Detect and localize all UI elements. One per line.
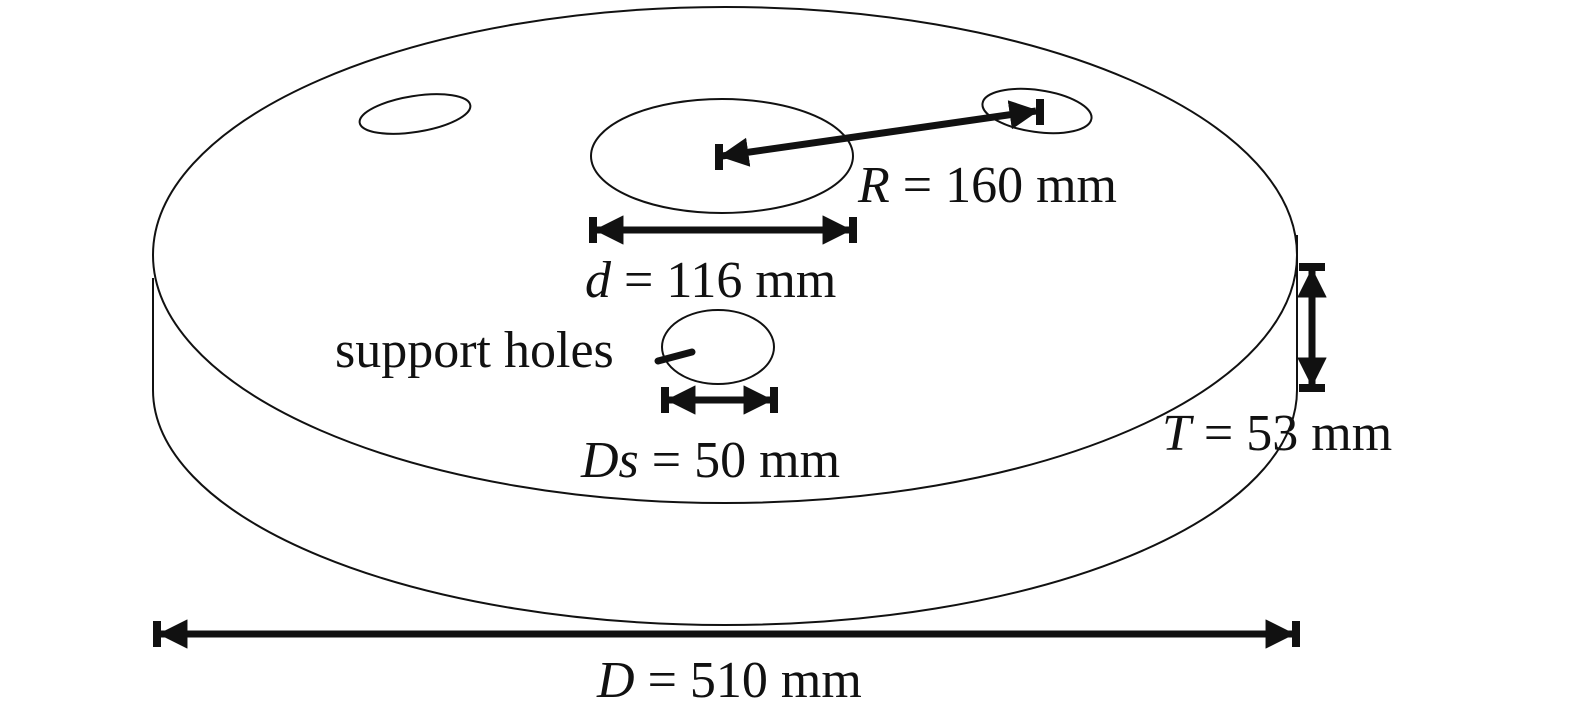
radius-label: R = 160 mm (857, 157, 1117, 214)
radius-dimension (715, 99, 1044, 170)
outer-diameter-label: D = 510 mm (596, 652, 862, 709)
thickness-label: T = 53 mm (1162, 405, 1392, 462)
left-hole (358, 93, 472, 135)
support-hole (661, 309, 775, 385)
support-hole-diameter-dimension (661, 385, 778, 415)
support-holes-label: support holes (335, 322, 614, 379)
disc-top-face (152, 6, 1298, 504)
thickness-dimension (1297, 263, 1327, 392)
center-hole-diameter-dimension (589, 215, 857, 245)
center-hole-diameter-label: d = 116 mm (585, 252, 836, 309)
outer-diameter-dimension (153, 619, 1300, 649)
support-hole-diameter-label: Ds = 50 mm (580, 432, 840, 489)
support-holes-leader (654, 348, 696, 365)
